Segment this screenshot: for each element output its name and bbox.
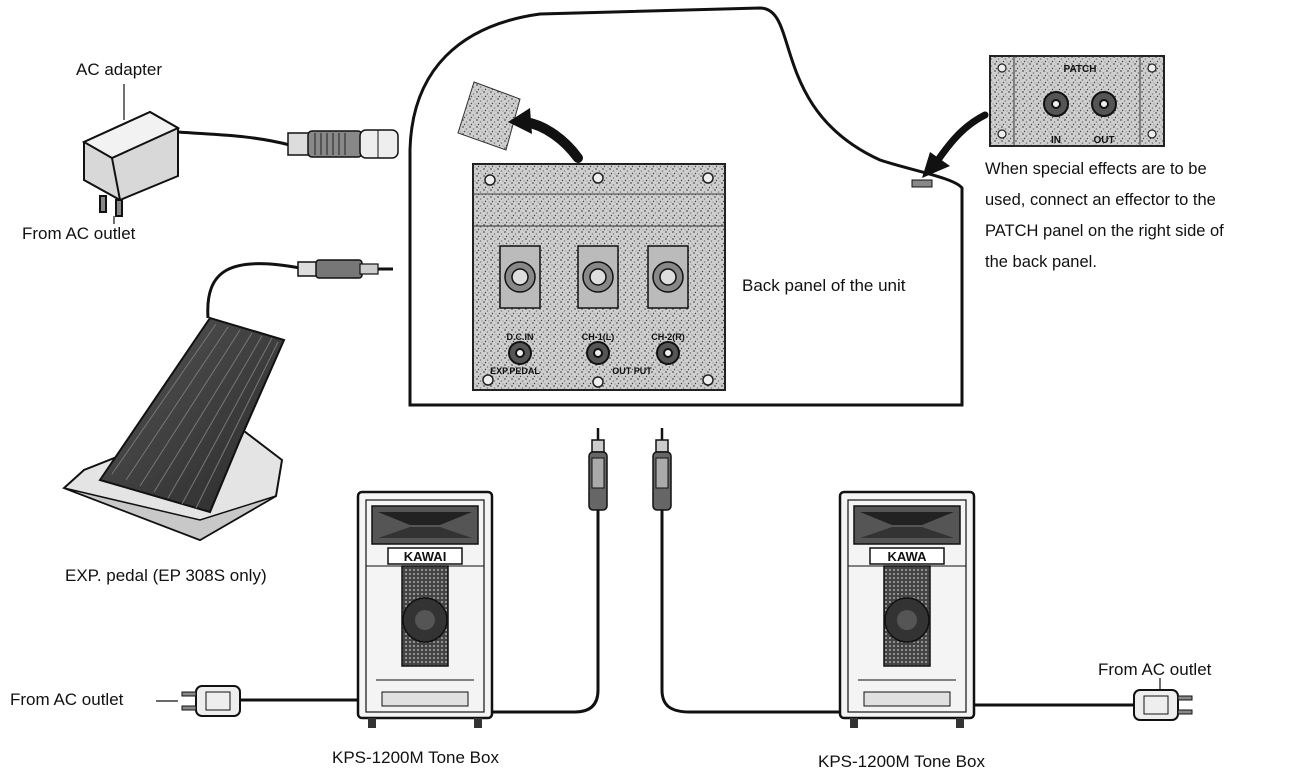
left-tone-box-label: KPS-1200M Tone Box	[332, 748, 499, 767]
patch-out-label: OUT	[1093, 135, 1114, 146]
patch-note: When special effects are to be used, con…	[985, 154, 1295, 278]
patch-in-label: IN	[1051, 135, 1061, 146]
panel-label-dc-in: D.C.IN	[507, 332, 534, 342]
left-brand-label: KAWAI	[404, 549, 447, 564]
panel-label-exp-pedal: EXP.PEDAL	[490, 366, 540, 376]
left-outlet-label: From AC outlet	[10, 690, 124, 709]
ac-adapter-label: AC adapter	[76, 60, 162, 79]
patch-note-line-3: PATCH panel on the right side of	[985, 222, 1224, 240]
removed-cover-plate	[457, 81, 521, 151]
panel-label-ch1: CH-1(L)	[582, 332, 615, 342]
panel-label-ch2: CH-2(R)	[651, 332, 685, 342]
patch-notch	[911, 179, 933, 188]
ac-adapter	[81, 110, 399, 217]
output-cable-right	[652, 428, 846, 714]
unit-body-outline	[408, 6, 964, 407]
back-panel: D.C.IN CH-1(L) CH-2(R) EXP.PEDAL OUT PUT	[472, 163, 726, 391]
right-mains-plug	[974, 689, 1193, 721]
exp-pedal-label: EXP. pedal (EP 308S only)	[65, 566, 267, 585]
right-tone-box: KAWA	[838, 490, 976, 728]
patch-title: PATCH	[1064, 64, 1097, 75]
arrow-to-patch-notch	[922, 111, 989, 178]
right-tone-box-label: KPS-1200M Tone Box	[818, 752, 985, 771]
left-mains-plug	[181, 685, 358, 717]
right-brand-label: KAWA	[888, 549, 928, 564]
arrow-to-cover	[508, 108, 583, 163]
adapter-outlet-label: From AC outlet	[22, 224, 136, 243]
back-panel-label: Back panel of the unit	[742, 276, 906, 295]
patch-note-line-2: used, connect an effector to the	[985, 191, 1216, 209]
patch-note-line-1: When special effects are to be	[985, 160, 1207, 178]
left-tone-box: KAWAI	[356, 490, 494, 728]
output-cable-left	[490, 428, 608, 714]
patch-note-line-4: the back panel.	[985, 253, 1097, 271]
exp-pedal	[62, 259, 393, 542]
panel-label-output: OUT PUT	[612, 366, 652, 376]
right-outlet-label: From AC outlet	[1098, 660, 1212, 679]
patch-panel: PATCH IN OUT	[989, 55, 1165, 147]
